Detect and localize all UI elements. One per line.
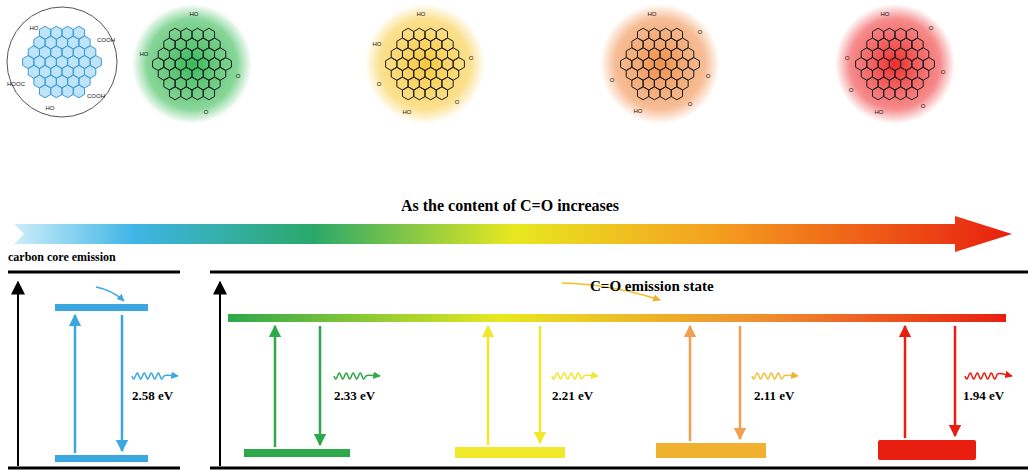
functional-group: HO xyxy=(373,41,382,47)
emission-state-band xyxy=(228,314,1006,322)
functional-group: HO xyxy=(46,105,55,111)
functional-group: HO xyxy=(417,11,426,17)
orange-glow xyxy=(600,4,720,124)
absorption-arrow xyxy=(487,326,490,445)
functional-group: COOH xyxy=(87,93,105,99)
panel-heading: carbon core emission xyxy=(8,250,116,265)
functional-group: HO xyxy=(648,11,657,17)
functional-group: HO xyxy=(190,11,199,17)
functional-group: O xyxy=(610,77,615,83)
energy-value: 2.11 eV xyxy=(754,388,794,404)
ground-level xyxy=(455,447,565,458)
functional-group: HO xyxy=(634,108,643,114)
hexagon-lattice xyxy=(856,28,935,100)
carbon-lattices xyxy=(23,26,935,100)
energy-value: 2.58 eV xyxy=(132,388,173,404)
functional-group: O xyxy=(845,55,850,61)
energy-value: 2.21 eV xyxy=(552,388,593,404)
functional-group: O xyxy=(688,101,693,107)
functional-group: O xyxy=(921,103,926,109)
red-glow xyxy=(835,4,955,124)
ground-level xyxy=(244,449,350,457)
panel-heading: C=O emission state xyxy=(590,278,714,295)
relaxation-arrow xyxy=(96,287,124,301)
photon-arrow xyxy=(965,373,1012,379)
photon-arrow xyxy=(132,373,178,379)
functional-group: O xyxy=(698,29,703,35)
hexagon-lattice xyxy=(621,28,700,100)
energy-panel: C=O emission state xyxy=(210,276,1028,468)
photon-arrow xyxy=(334,373,380,379)
absorption-arrow xyxy=(904,326,907,438)
hexagon-lattice xyxy=(153,28,232,100)
emission-arrow xyxy=(539,326,542,443)
absorption-arrow xyxy=(274,326,277,447)
panel-top-line xyxy=(210,271,1028,274)
panel-top-line xyxy=(8,271,180,274)
photon-arrows xyxy=(132,373,1012,379)
axis-caption: As the content of C=O increases xyxy=(401,197,619,215)
photon-arrow xyxy=(552,373,598,379)
emission-arrow xyxy=(319,326,322,445)
excited-level xyxy=(55,304,148,311)
absorption-arrow xyxy=(689,326,692,441)
emission-arrow xyxy=(739,326,742,439)
hexagon-lattice xyxy=(386,28,465,100)
functional-group: O xyxy=(204,109,209,115)
functional-group: O xyxy=(929,25,934,31)
emission-arrow xyxy=(121,315,124,451)
functional-group: O xyxy=(849,87,854,93)
functional-group: O xyxy=(706,73,711,79)
emission-arrow xyxy=(954,326,957,436)
energy-panel: carbon core emission xyxy=(6,250,180,468)
ground-level xyxy=(656,443,766,458)
functional-group: O xyxy=(469,55,474,61)
absorption-arrow xyxy=(74,315,77,453)
functional-group: HO xyxy=(403,109,412,115)
hexagon-lattice xyxy=(23,26,102,98)
functional-group: O xyxy=(455,99,460,105)
functional-group: O xyxy=(236,73,241,79)
ground-level xyxy=(878,440,976,460)
energy-axis xyxy=(17,282,19,466)
gradient-arrow xyxy=(14,216,1012,252)
energy-value: 2.33 eV xyxy=(334,388,375,404)
functional-group: O xyxy=(941,69,946,75)
yellow-glow xyxy=(365,4,485,124)
panel-bottom-line xyxy=(8,467,180,470)
functional-group: HO xyxy=(881,11,890,17)
functional-group: HO xyxy=(875,109,884,115)
green-glow xyxy=(132,4,252,124)
dot-outline xyxy=(7,7,117,117)
photon-arrow xyxy=(752,373,798,379)
panel-bottom-line xyxy=(210,467,1028,470)
functional-group: HO xyxy=(30,25,39,31)
functional-group: HO xyxy=(140,51,149,57)
energy-axis xyxy=(219,282,221,466)
functional-group: HOOC xyxy=(7,81,25,87)
ground-level xyxy=(55,455,148,462)
functional-group: COOH xyxy=(97,37,115,43)
energy-value: 1.94 eV xyxy=(963,388,1004,404)
functional-group: O xyxy=(377,81,382,87)
